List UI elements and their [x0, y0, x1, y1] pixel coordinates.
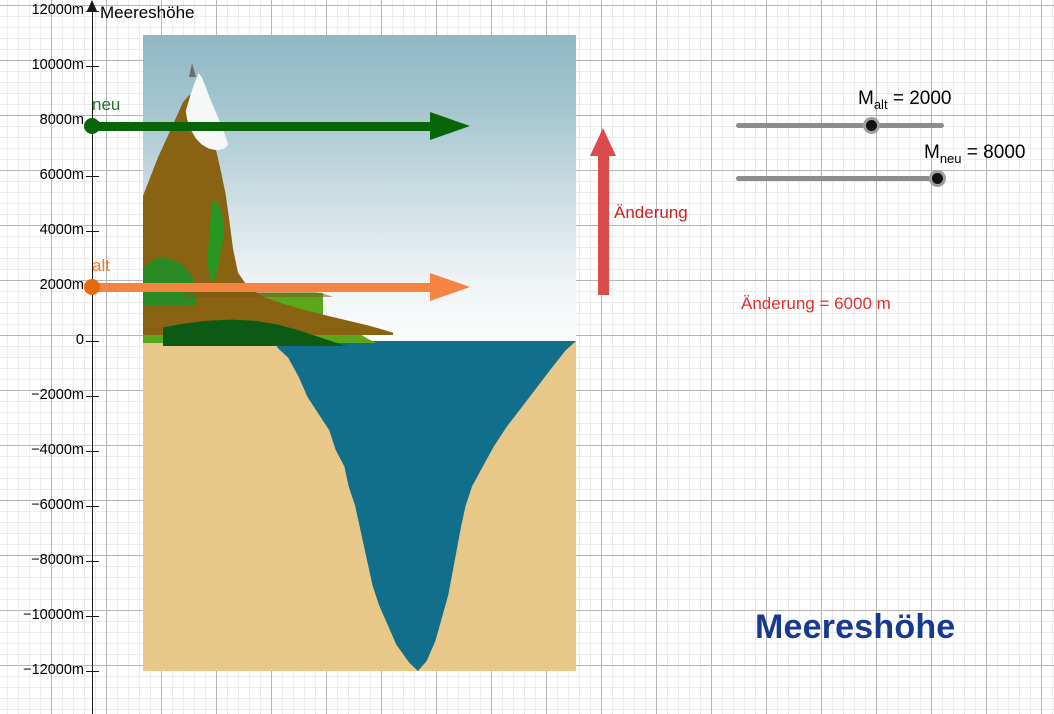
y-axis-tick-mark — [86, 671, 99, 672]
slider-track-m-neu[interactable] — [736, 176, 944, 181]
y-axis-tick-mark — [86, 506, 99, 507]
y-axis-tick-mark — [86, 341, 99, 342]
slider-caption-m-neu: Mneu = 8000 — [924, 142, 1026, 165]
slope-band — [183, 288, 333, 297]
y-axis-tick-label-wrap: −2000m — [0, 388, 84, 403]
slider-caption-m-alt-main: M — [858, 88, 874, 109]
y-axis-tick-mark — [86, 561, 99, 562]
neu-level-line — [92, 122, 432, 131]
y-axis-line — [92, 8, 93, 714]
mountain-ocean-illustration — [143, 35, 576, 671]
alt-level-dot[interactable] — [84, 279, 100, 295]
y-axis-tick-label-wrap: −12000m — [0, 663, 84, 678]
y-axis-tick-label: −6000m — [31, 497, 84, 513]
slider-caption-m-neu-rest: = 8000 — [961, 142, 1026, 163]
peak-tip — [189, 63, 196, 77]
y-axis-tick-label-wrap: −10000m — [0, 608, 84, 623]
y-axis-tick-label-wrap: 12000m — [0, 3, 84, 18]
change-value-text: Änderung = 6000 m — [741, 294, 891, 313]
y-axis-tick-label-wrap: 4000m — [0, 223, 84, 238]
change-arrow-label: Änderung — [614, 203, 688, 222]
slider-track-m-alt[interactable] — [736, 123, 944, 128]
y-axis-title: Meereshöhe — [100, 3, 195, 22]
y-axis-tick-label: 4000m — [39, 222, 84, 238]
y-axis-tick-label: −2000m — [31, 387, 84, 403]
slider-handle-m-neu[interactable] — [929, 170, 946, 187]
y-axis-tick-label: 12000m — [31, 2, 84, 18]
alt-arrow-icon — [430, 273, 470, 301]
y-axis-tick-label: 2000m — [39, 277, 84, 293]
y-axis-tick-label: 0 — [75, 332, 84, 348]
y-axis-tick-mark — [86, 66, 99, 67]
slider-caption-m-neu-main: M — [924, 142, 940, 163]
slider-handle-m-alt[interactable] — [863, 117, 880, 134]
y-axis-tick-label-wrap: 10000m — [0, 58, 84, 73]
y-axis-tick-mark — [86, 616, 99, 617]
y-axis-arrow-icon — [87, 0, 97, 11]
y-axis-tick-label: 8000m — [39, 112, 84, 128]
alt-level-label: alt — [92, 256, 110, 275]
y-axis-tick-label-wrap: −4000m — [0, 443, 84, 458]
y-axis-tick-label: −12000m — [23, 662, 84, 678]
y-axis-tick-mark — [86, 451, 99, 452]
y-axis-tick-label-wrap: −8000m — [0, 553, 84, 568]
change-arrow-head-icon — [590, 128, 616, 156]
slider-caption-m-alt-rest: = 2000 — [887, 88, 952, 109]
y-axis-tick-mark — [86, 176, 99, 177]
slider-caption-m-alt-sub: alt — [873, 97, 888, 112]
y-axis-tick-label-wrap: 2000m — [0, 278, 84, 293]
y-axis-tick-label: −4000m — [31, 442, 84, 458]
y-axis-tick-label-wrap: 8000m — [0, 113, 84, 128]
change-arrow-shaft — [598, 148, 609, 295]
y-axis-tick-label-wrap: 0 — [0, 333, 84, 348]
neu-arrow-icon — [430, 112, 470, 140]
y-axis-tick-label: −10000m — [23, 607, 84, 623]
neu-level-label: neu — [92, 95, 121, 114]
y-axis-tick-label-wrap: −6000m — [0, 498, 84, 513]
y-axis-tick-label: −8000m — [31, 552, 84, 568]
neu-level-dot[interactable] — [84, 118, 100, 134]
y-axis-tick-mark — [86, 11, 99, 12]
alt-level-line — [92, 283, 432, 292]
y-axis-tick-label-wrap: 6000m — [0, 168, 84, 183]
slider-caption-m-neu-sub: neu — [939, 151, 962, 166]
y-axis-tick-mark — [86, 231, 99, 232]
y-axis-tick-label: 6000m — [39, 167, 84, 183]
page-title: Meereshöhe — [755, 608, 956, 646]
slider-caption-m-alt: Malt = 2000 — [858, 88, 952, 111]
y-axis-tick-mark — [86, 396, 99, 397]
y-axis-tick-label: 10000m — [31, 57, 84, 73]
